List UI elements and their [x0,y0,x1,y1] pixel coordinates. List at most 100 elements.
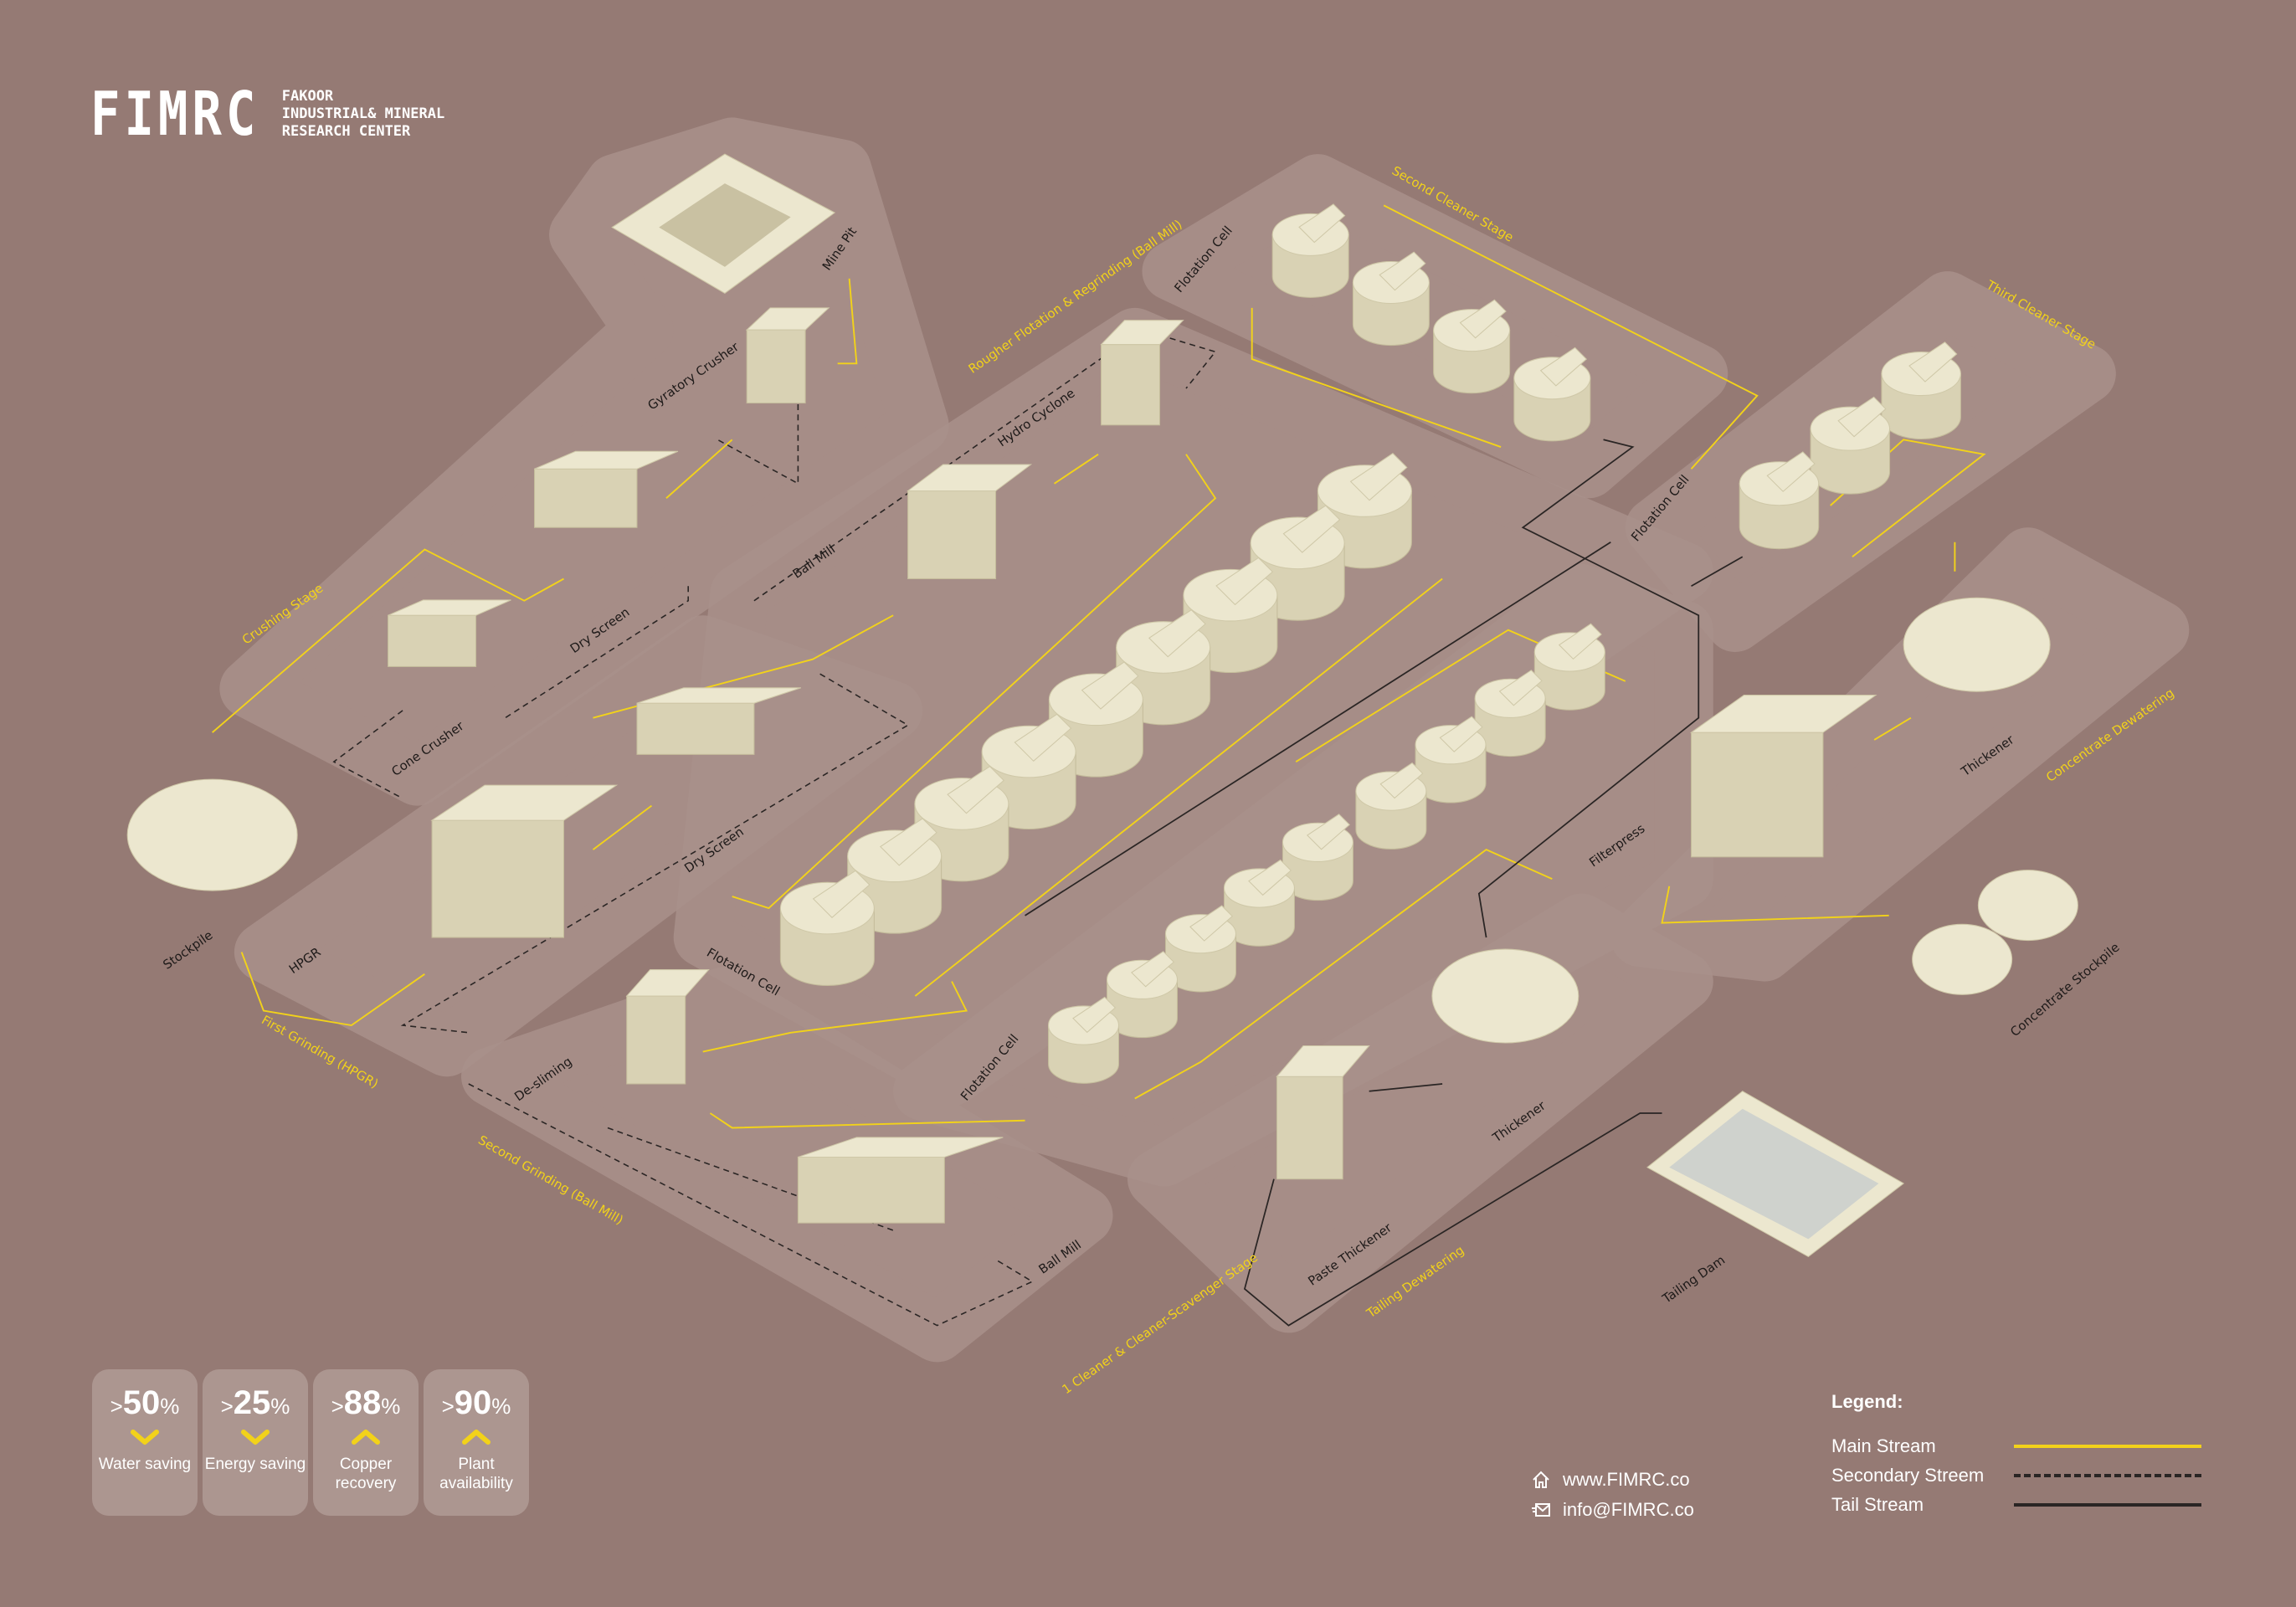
cell-launder [1558,623,1602,660]
equipment [126,153,2078,1258]
cell-launder [947,765,1005,814]
chevron-up-icon [424,1425,529,1450]
chevron-down-icon [92,1425,198,1450]
paste-thickener-body [1276,1076,1343,1180]
flotation-cell [1048,996,1120,1084]
cell-launder [1766,451,1816,492]
thickener-2 [1903,597,2051,692]
main-stream-line [240,952,425,1027]
cell-launder [880,818,937,866]
contact-info: www.FIMRC.co info@FIMRC.co [1531,1465,1694,1525]
chevron-down-icon [203,1425,308,1450]
main-stream-line [665,439,733,499]
gyratory-crusher-body [746,329,806,404]
stat-label: Plant availability [439,1456,513,1492]
ball-mill-1-body [907,490,997,579]
email-link[interactable]: info@FIMRC.co [1531,1495,1694,1525]
de-sliming-cyclone-top [625,969,710,997]
cell-launder [1837,396,1887,438]
cell-launder [1148,609,1206,658]
stat-value: >90% [441,1384,511,1421]
main-stream-line [1661,886,1889,924]
stat-label: Water saving [98,1456,192,1473]
concentrate-stockpile-1 [1977,870,2078,942]
ball-mill-1 [907,464,1033,579]
cell-launder [1379,251,1426,291]
label-tailing-dam: Tailing Dam [1659,1252,1728,1307]
main-stream-line [592,804,653,850]
tail-stream-line [1369,1083,1443,1092]
tail-stream-line [1025,542,1611,916]
dry-screen-1-body [533,468,638,528]
flotation-cell [1881,341,1961,440]
legend-swatch-dashed [2014,1473,2201,1477]
cell-launder [1081,661,1139,710]
paste-thickener-top [1276,1045,1370,1077]
legend-title: Legend: [1831,1391,1903,1412]
website-link[interactable]: www.FIMRC.co [1531,1465,1694,1495]
cell-launder [1189,905,1234,942]
main-stream-line [1873,716,1912,741]
stat-label: Copper recovery [335,1456,397,1492]
flotation-cell [1355,762,1427,850]
hpgr-top [430,784,619,821]
stat-card-energy: >25% Energy saving [203,1369,308,1516]
stat-card-availability: >90% Plant availability [424,1369,529,1516]
cell-launder [1215,557,1274,606]
legend-item-tail: Tail Stream [1831,1490,2201,1519]
flotation-cell [1533,623,1605,711]
cell-launder [1298,203,1346,244]
chevron-up-icon [313,1425,419,1450]
cell-launder [1072,996,1117,1034]
dry-screen-2 [636,687,802,755]
cell-launder [1282,505,1341,553]
flotation-cell [1739,451,1820,550]
cell-launder [1908,341,1958,382]
hydro-cyclone-body [1100,344,1161,426]
thickener-1 [1431,948,1579,1044]
dry-screen-1-top [534,450,679,470]
dry-screen-1 [533,450,679,528]
label-concentrate-stockpile: Concentrate Stockpile [2007,940,2122,1040]
cell-launder [1498,670,1543,706]
flotation-cell [1250,505,1345,621]
fimrc-logo: FIMRC FAKOOR INDUSTRIAL& MINERAL RESEARC… [90,84,444,144]
filterpress-top [1689,695,1877,733]
website-text: www.FIMRC.co [1563,1469,1690,1490]
cell-launder [812,870,871,918]
logo-wordmark: FIMRC [90,79,260,149]
flotation-cell [1164,905,1236,993]
hydro-cyclone [1100,320,1184,426]
stat-value: >50% [110,1384,180,1421]
tail-stream-line [1691,556,1744,587]
stat-card-copper: >88% Copper recovery [313,1369,419,1516]
main-stream-line [914,578,1443,997]
cell-launder [1248,859,1292,896]
stream-lines [212,204,1986,1327]
main-stream-line [1054,453,1099,485]
label-stockpile: Stockpile [160,927,215,973]
logo-subtitle-line: RESEARCH CENTER [281,122,411,140]
stat-label: Energy saving [204,1456,306,1473]
flotation-cell [1282,814,1353,901]
flotation-cell [1433,299,1511,394]
ball-mill-2-body [797,1156,945,1224]
legend-label: Main Stream [1831,1435,1936,1456]
tailing-dam-water [1669,1108,1879,1240]
flotation-cell [1106,951,1179,1039]
hpgr-body [431,819,565,938]
ball-mill-2 [797,1137,1004,1224]
de-sliming-cyclone-body [626,995,686,1085]
cell-launder [1349,453,1408,501]
secondary-stream-line [468,1083,1034,1327]
hydro-cyclone-top [1100,320,1184,346]
ball-mill-1-top [907,464,1033,492]
hpgr [430,784,619,938]
secondary-stream-line [505,586,689,719]
cone-crusher [388,599,511,667]
cell-launder [1014,713,1072,762]
home-icon [1533,1471,1549,1488]
cell-launder [1131,951,1175,988]
flotation-cell [1271,203,1349,298]
